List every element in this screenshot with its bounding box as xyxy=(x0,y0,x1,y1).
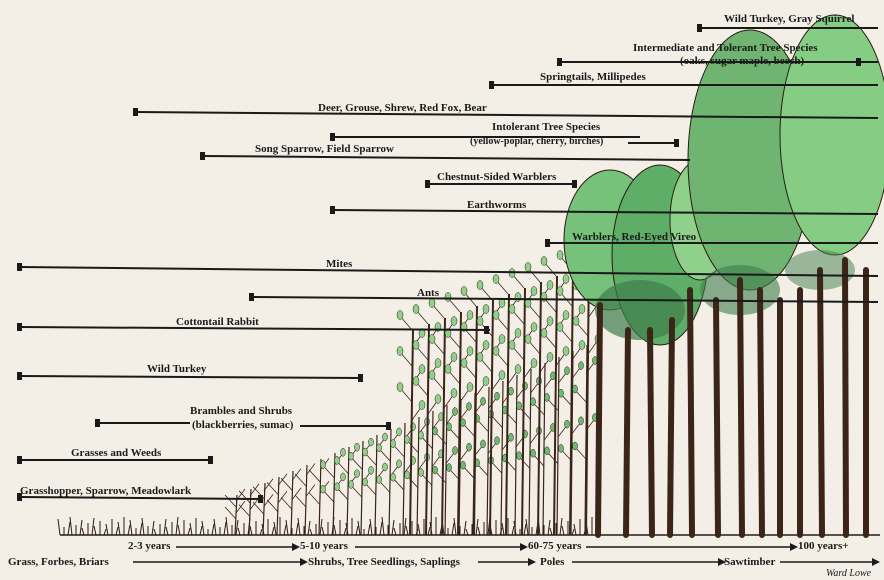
label-intermediate-tolerant-2: (oaks, sugar maple, beech) xyxy=(680,55,804,67)
label-springtails: Springtails, Millipedes xyxy=(540,71,646,83)
age-2-3: 2-3 years xyxy=(128,540,170,552)
label-intolerant-2: (yellow-poplar, cherry, birches) xyxy=(470,136,603,148)
stage-shrubs: Shrubs, Tree Seedlings, Saplings xyxy=(308,556,460,568)
age-60-75: 60-75 years xyxy=(528,540,581,552)
grass-tufts xyxy=(58,517,598,535)
label-song-sparrow: Song Sparrow, Field Sparrow xyxy=(255,143,394,155)
stage-poles: Poles xyxy=(540,556,564,568)
stage-grass: Grass, Forbes, Briars xyxy=(8,556,109,568)
age-100: 100 years+ xyxy=(798,540,849,552)
stage-sawtimber: Sawtimber xyxy=(724,556,775,568)
label-brambles-2: (blackberries, sumac) xyxy=(192,419,293,431)
signature: Ward Lowe xyxy=(826,568,871,580)
label-wild-turkey: Wild Turkey xyxy=(147,363,206,375)
age-5-10: 5-10 years xyxy=(300,540,348,552)
label-brambles-1: Brambles and Shrubs xyxy=(190,405,292,417)
label-warblers: Warblers, Red-Eyed Vireo xyxy=(572,231,696,243)
label-earthworms: Earthworms xyxy=(467,199,526,211)
label-intermediate-tolerant-1: Intermediate and Tolerant Tree Species xyxy=(633,42,818,54)
label-deer: Deer, Grouse, Shrew, Red Fox, Bear xyxy=(318,102,487,114)
label-cottontail: Cottontail Rabbit xyxy=(176,316,259,328)
label-intolerant-1: Intolerant Tree Species xyxy=(492,121,600,133)
label-grasses: Grasses and Weeds xyxy=(71,447,161,459)
label-grasshopper: Grasshopper, Sparrow, Meadowlark xyxy=(20,485,191,497)
label-ants: Ants xyxy=(417,287,439,299)
label-wild-turkey-gray-squirrel: Wild Turkey, Gray Squirrel xyxy=(724,13,854,25)
label-mites: Mites xyxy=(326,258,352,270)
label-chestnut: Chestnut-Sided Warblers xyxy=(437,171,556,183)
